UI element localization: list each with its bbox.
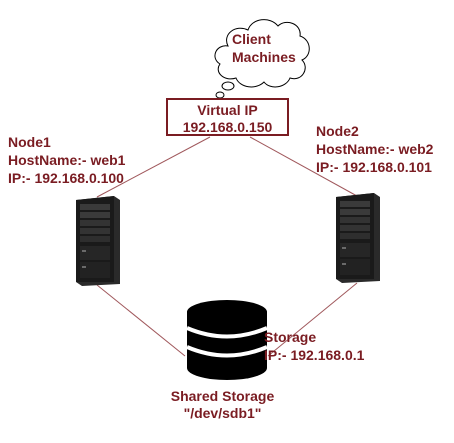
server-icon-node2 [336,193,380,283]
server-icon-node1 [76,196,120,286]
node1-name: Node1 [8,134,51,150]
shared-storage-label: Shared Storage "/dev/sdb1" [160,388,285,422]
node2-hostname: HostName:- web2 [316,141,434,157]
node2-name: Node2 [316,123,359,139]
database-icon [186,300,268,380]
shared-storage-device: "/dev/sdb1" [183,405,262,421]
cloud-label-line1: Client [232,31,271,47]
storage-label: Storage [264,329,317,345]
line-vip-node2 [249,136,358,197]
virtual-ip-title: Virtual IP [197,102,258,118]
virtual-ip-box: Virtual IP 192.168.0.150 [166,98,289,136]
shared-storage-title: Shared Storage [170,388,275,404]
line-vip-node1 [96,136,211,198]
node2-ip: IP:- 192.168.0.101 [316,159,432,175]
node1-hostname: HostName:- web1 [8,152,126,168]
virtual-ip-address: 192.168.0.150 [182,119,273,135]
cloud-label-line2: Machines [232,49,296,65]
line-node2-storage [267,282,358,357]
line-node1-storage [96,284,186,357]
storage-ip: IP:- 192.168.0.1 [264,347,365,363]
node1-ip: IP:- 192.168.0.100 [8,170,124,186]
